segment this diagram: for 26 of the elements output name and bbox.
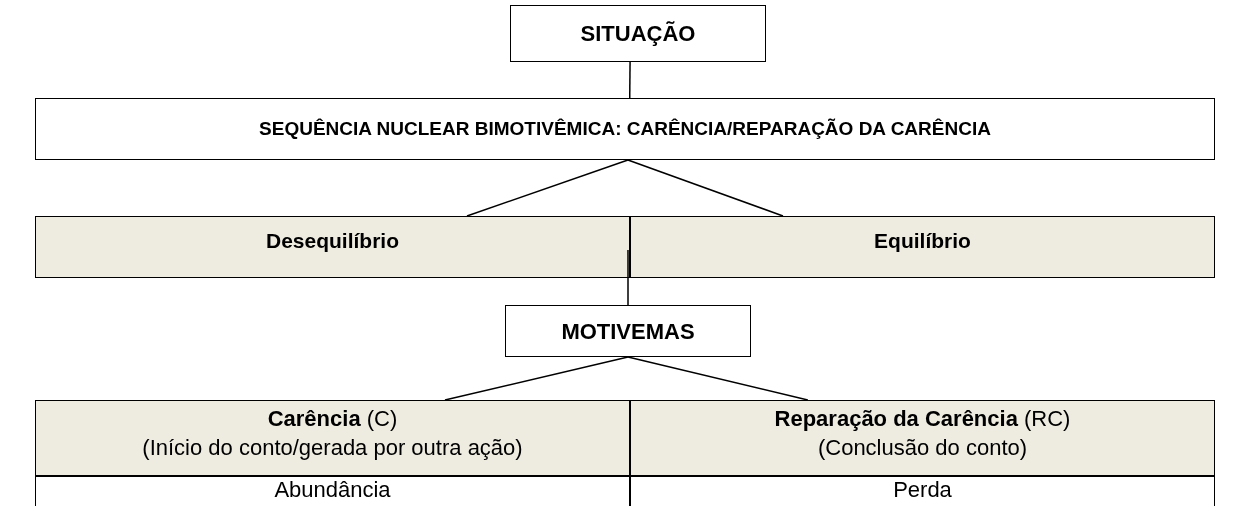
node-text: Perda <box>892 477 953 504</box>
table-header-cell <box>630 400 1215 476</box>
node-text: MOTIVEMAS <box>561 317 695 346</box>
band-cell <box>630 216 1215 278</box>
node-text: Abundância <box>273 477 392 504</box>
band-cell <box>35 216 630 278</box>
node-text: Reparação da Carência (RC) <box>773 405 1072 433</box>
connector-line <box>627 159 784 217</box>
sequence-box <box>35 98 1215 160</box>
connector-line <box>466 159 629 217</box>
node-text: (Conclusão do conto) <box>816 433 1029 462</box>
connector-line <box>627 249 629 306</box>
node-text: Desequilíbrio <box>265 228 400 254</box>
node-text: Equilíbrio <box>873 228 972 254</box>
table-cell <box>35 476 630 506</box>
table-cell <box>630 476 1215 506</box>
table-header-cell <box>35 400 630 476</box>
title-box <box>510 5 766 62</box>
node-text: Carência (C) <box>266 405 399 433</box>
connector-line <box>627 356 809 401</box>
connector-line <box>628 61 631 99</box>
node-text: SITUAÇÃO <box>580 20 696 48</box>
motivemas-box <box>505 305 751 357</box>
node-text: (Início do conto/gerada por outra ação) <box>141 433 524 462</box>
connector-line <box>444 356 629 401</box>
node-text: SEQUÊNCIA NUCLEAR BIMOTIVÊMICA: CARÊNCIA/REPARAÇÃO DA CARÊNCIA <box>259 116 991 141</box>
